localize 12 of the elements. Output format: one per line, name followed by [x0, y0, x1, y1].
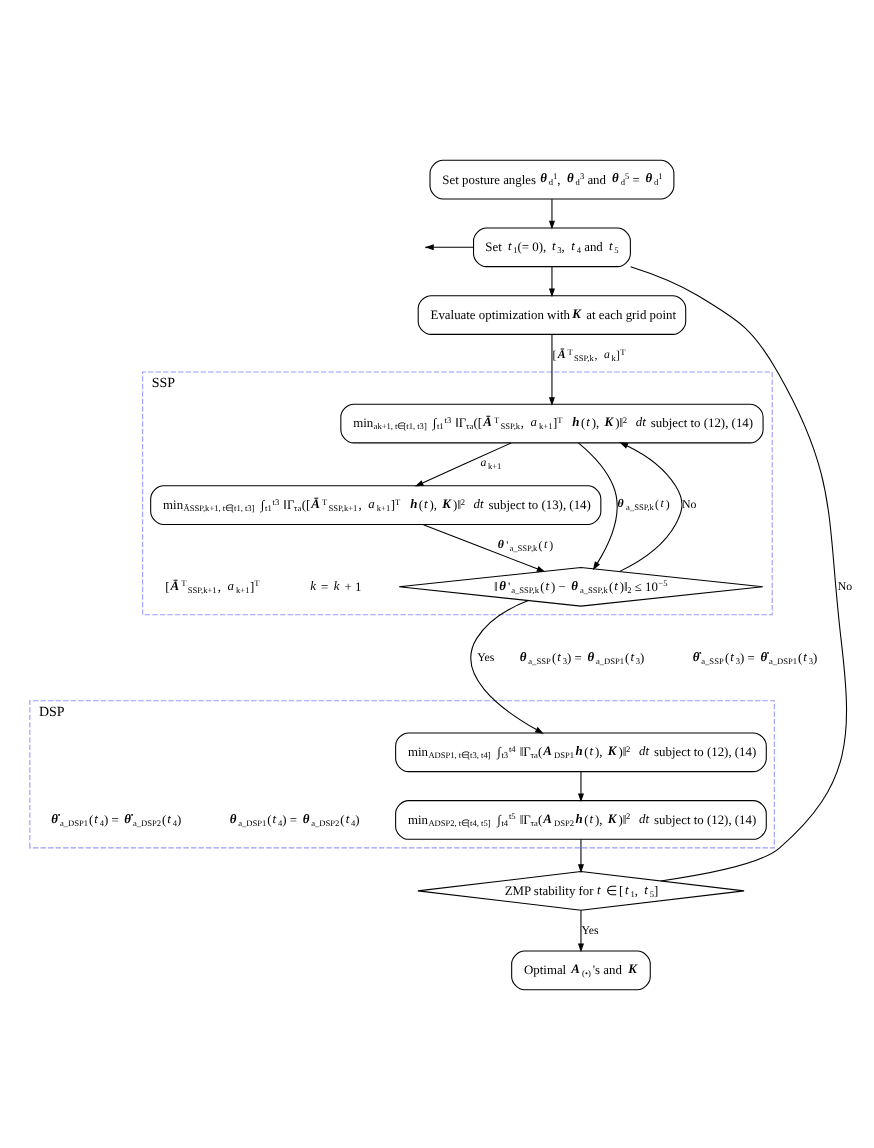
arrow — [577, 837, 584, 872]
arrow — [619, 441, 683, 571]
arrow — [548, 265, 555, 297]
arrow — [548, 197, 555, 229]
arrow — [470, 599, 544, 733]
arrow — [577, 770, 584, 802]
connector — [630, 265, 847, 881]
arrow — [422, 523, 546, 571]
arrow — [577, 441, 618, 570]
arrow — [577, 908, 584, 952]
arrow — [548, 333, 555, 405]
arrow — [414, 441, 512, 486]
